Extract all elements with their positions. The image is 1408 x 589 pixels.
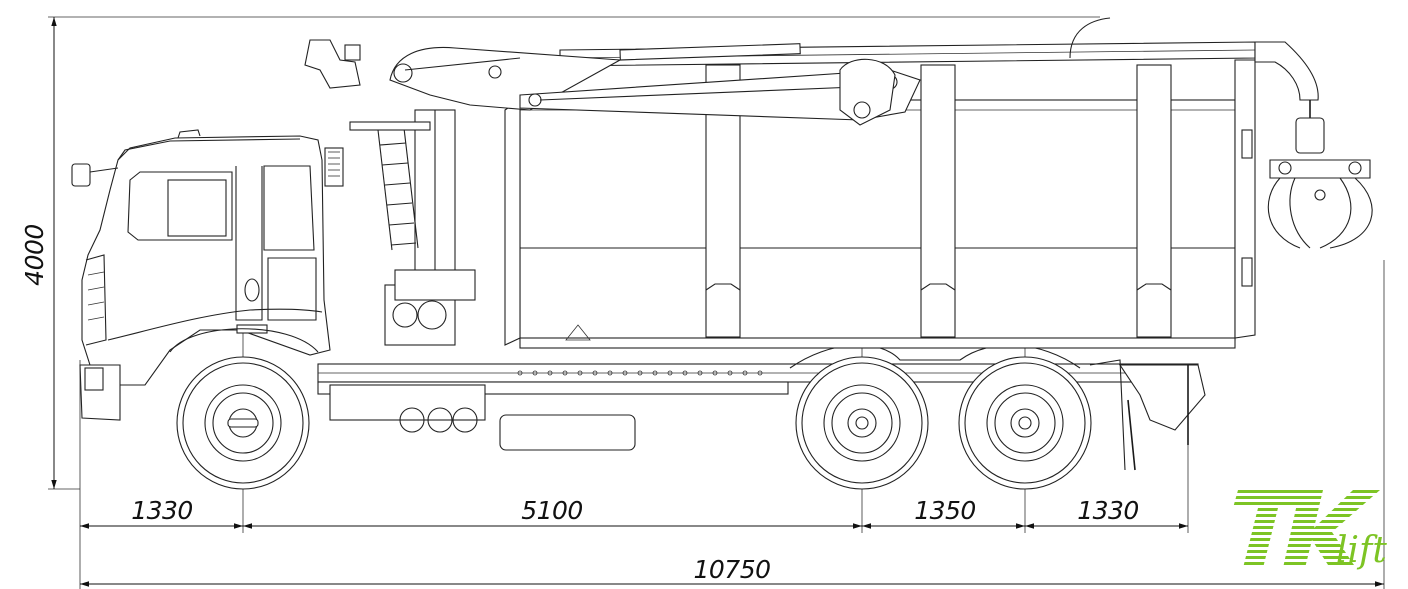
tk-lift-logo: lift xyxy=(1233,490,1387,571)
rear-overhang-label: 1330 xyxy=(1077,496,1139,525)
wheelbase-label: 5100 xyxy=(521,496,583,525)
front-overhang-label: 1330 xyxy=(131,496,193,525)
rear-wheel-2 xyxy=(958,356,1092,490)
axle-spacing-label: 1350 xyxy=(914,496,976,525)
front-wheel xyxy=(169,328,319,490)
height-dimension-label: 4000 xyxy=(20,224,49,286)
logo-sub-text: lift xyxy=(1336,530,1387,571)
loader-crane xyxy=(304,39,1373,301)
rear-wheel-1 xyxy=(795,356,929,490)
total-length-label: 10750 xyxy=(693,555,770,584)
truck-cab xyxy=(71,129,344,421)
